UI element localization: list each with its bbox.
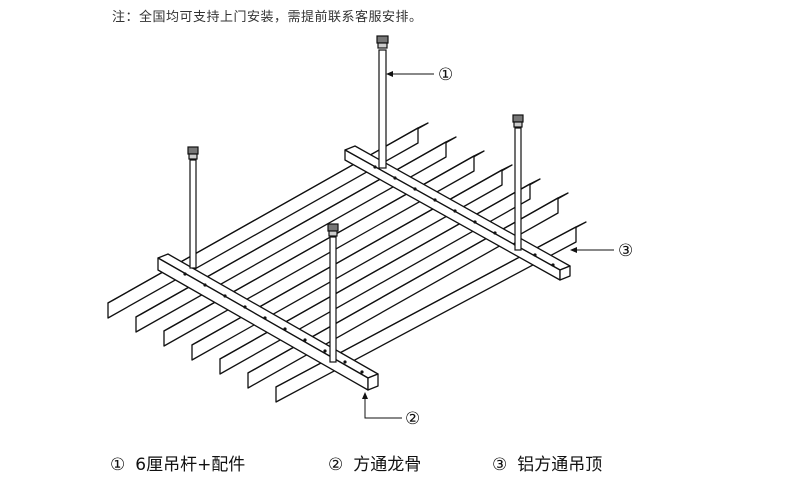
- hanger-rod: [327, 223, 339, 363]
- callout-2-marker: ②: [405, 409, 420, 429]
- callout-1-arrow: [386, 71, 393, 77]
- keel-runners: [157, 145, 571, 391]
- hanger-rod: [376, 35, 389, 169]
- callout-3: ③: [570, 241, 633, 261]
- callout-2-leader: [364, 394, 402, 419]
- legend-label: 方通龙骨: [353, 455, 422, 475]
- callout-1: ①: [386, 65, 453, 85]
- installation-note: 注：全国均可支持上门安装，需提前联系客服安排。: [112, 10, 423, 25]
- hanger-rods: [187, 35, 524, 363]
- legend-item-hanger-rod: ① 6厘吊杆+配件: [110, 450, 245, 475]
- keel-front: [157, 253, 379, 391]
- legend-item-keel: ② 方通龙骨: [328, 450, 421, 475]
- legend-item-square-tube: ③ 铝方通吊顶: [492, 450, 602, 475]
- hanger-rod: [187, 146, 199, 269]
- legend-marker: ①: [110, 455, 126, 475]
- legend-label: 6厘吊杆+配件: [135, 455, 246, 475]
- callout-3-marker: ③: [618, 241, 633, 261]
- hanger-rod: [512, 114, 524, 251]
- legend-marker: ③: [492, 455, 508, 475]
- component-legend: ① 6厘吊杆+配件 ② 方通龙骨 ③ 铝方通吊顶: [110, 450, 670, 480]
- callout-2: ②: [362, 392, 420, 429]
- keel-rear: [344, 145, 571, 281]
- callout-2-arrow: [362, 392, 368, 399]
- legend-label: 铝方通吊顶: [517, 455, 603, 475]
- callout-3-arrow: [570, 247, 577, 253]
- callout-1-marker: ①: [438, 65, 453, 85]
- legend-marker: ②: [328, 455, 344, 475]
